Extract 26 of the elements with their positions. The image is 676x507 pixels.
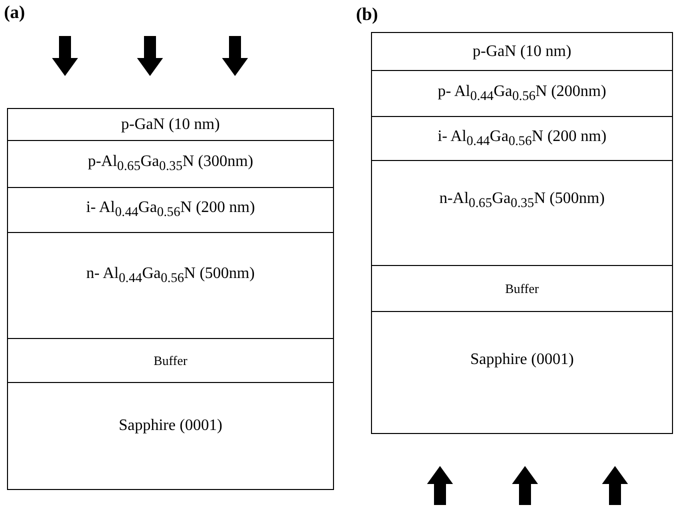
layer-box xyxy=(371,32,673,71)
layer-label: Buffer xyxy=(154,352,188,368)
layer-label: p-GaN (10 nm) xyxy=(472,42,572,60)
layer-box xyxy=(7,108,334,141)
layer-box xyxy=(7,232,334,339)
panel-label: (a) xyxy=(4,2,25,23)
layer-label: i- Al$_{0.44}$Ga$_{0.56}$N (200 nm) xyxy=(438,128,606,150)
layer-label: p- Al$_{0.44}$Ga$_{0.56}$N (200nm) xyxy=(438,82,606,104)
layer-label: n-Al$_{0.65}$Ga$_{0.35}$N (500nm) xyxy=(439,190,605,212)
layer-box xyxy=(7,382,334,490)
layer-box xyxy=(371,116,673,161)
layer-label: Sapphire (0001) xyxy=(470,350,574,368)
layer-label: n- Al$_{0.44}$Ga$_{0.56}$N (500nm) xyxy=(86,264,255,286)
layer-label: p-GaN (10 nm) xyxy=(121,116,220,134)
layer-label: Sapphire (0001) xyxy=(118,417,222,435)
layer-label: i- Al$_{0.44}$Ga$_{0.56}$N (200 nm) xyxy=(86,199,255,221)
layer-box xyxy=(371,160,673,266)
layer-box xyxy=(371,265,673,312)
layer-box xyxy=(371,311,673,434)
layer-box xyxy=(7,187,334,233)
layer-box xyxy=(371,70,673,117)
layer-box xyxy=(7,140,334,188)
panel-label: (b) xyxy=(356,4,378,25)
layer-label: p-Al$_{0.65}$Ga$_{0.35}$N (300nm) xyxy=(88,153,254,175)
layer-box xyxy=(7,338,334,383)
layer-label: Buffer xyxy=(505,280,539,296)
